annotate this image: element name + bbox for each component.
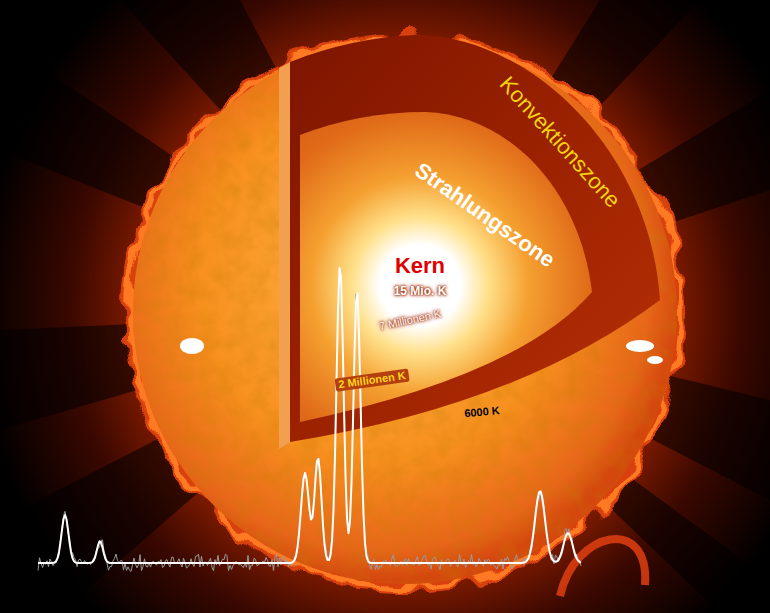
corona-flames	[125, 32, 685, 592]
flare	[626, 340, 654, 352]
temperature-label: 7 Millionen K	[378, 307, 442, 332]
spectrum-fit	[38, 268, 581, 563]
zone-label: Konvektionszone	[495, 71, 626, 212]
temperature-label: 15 Mio. K	[394, 285, 447, 299]
zone-label: Kern	[395, 253, 445, 278]
spectrum-noise	[38, 272, 581, 571]
flare	[647, 356, 663, 364]
flare	[180, 338, 204, 354]
core: Kern 15 Mio. K	[362, 228, 478, 312]
cut-face	[279, 62, 290, 449]
temperature-label: 2 Millionen K	[335, 369, 410, 392]
convection-zone-shape	[290, 35, 660, 442]
temperature-label: 6000 K	[464, 404, 500, 420]
